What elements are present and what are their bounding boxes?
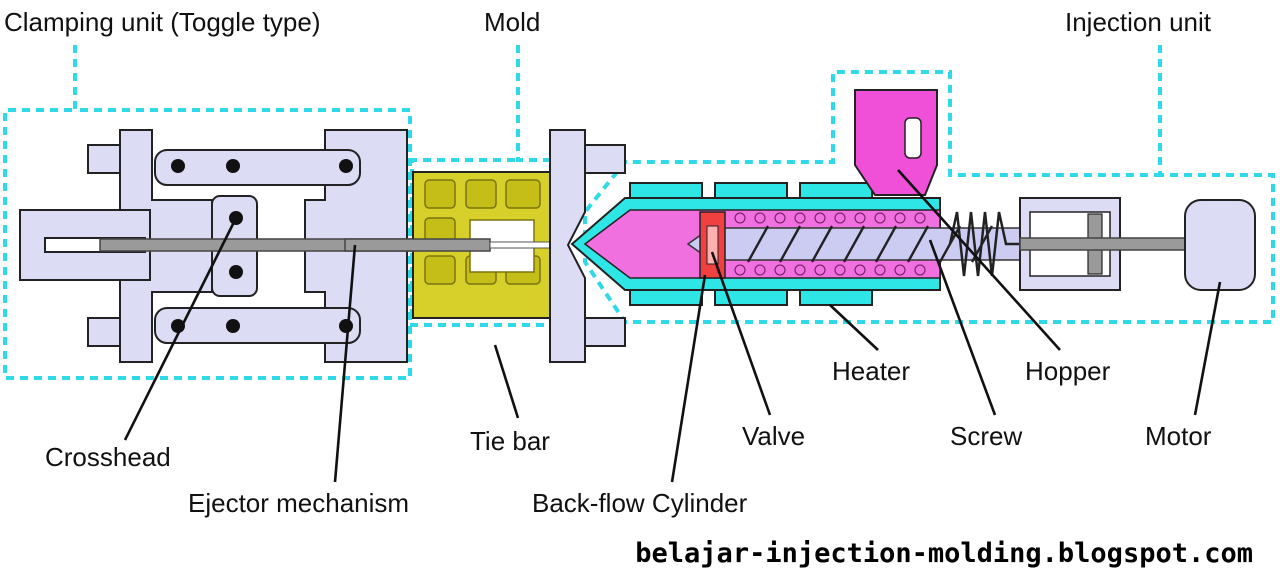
mold [344,171,561,319]
heater-band [799,289,873,306]
valve-leader [710,251,772,416]
labels: Clamping unit (Toggle type) Mold Injecti… [4,7,1212,518]
tie-bar-stub-top-left [87,144,121,174]
heater-band [629,182,703,199]
tie-bar-stub-bottom-right [584,317,626,347]
back-flow-cylinder-label: Back-flow Cylinder [532,488,748,518]
heater-label: Heater [832,356,910,386]
spring [948,211,1020,277]
crosshead-label: Crosshead [45,442,171,472]
screw-label: Screw [950,421,1022,451]
motor-label: Motor [1145,421,1212,451]
pin [339,319,353,333]
screw-flights [746,225,994,263]
ejector-rod [344,238,491,252]
watermark: belajar-injection-molding.blogspot.com [635,538,1253,569]
pin [226,159,240,173]
ejector-mechanism-label: Ejector mechanism [188,488,409,518]
melt-pellets [734,212,926,276]
mold-label: Mold [484,7,540,37]
back-flow-cylinder-leader [670,274,707,483]
drive-shaft [1019,237,1196,251]
motor-leader [1193,281,1222,416]
pin [226,319,240,333]
injection-unit-outline [583,45,1275,324]
hopper-leader [897,169,1061,351]
mold-block [424,179,456,209]
back-flow-valve-slot [706,225,719,265]
crosshead-leader [123,217,238,441]
hopper-label: Hopper [1025,356,1111,386]
hopper-window [904,117,922,159]
motor [1184,199,1256,291]
pin [339,159,353,173]
screw-leader [928,239,997,416]
ejector-leader [333,244,357,483]
injection-unit [570,89,1256,306]
valve-label: Valve [742,421,805,451]
mold-block [505,179,541,209]
heater-band [799,182,873,199]
tie-bar-leader [493,344,520,419]
toggle-link-bottom [154,307,361,344]
tie-bar-label: Tie bar [470,426,550,456]
clamping-unit-label: Clamping unit (Toggle type) [4,7,321,37]
tie-bar-stub-bottom-left [87,317,121,347]
tie-bar-stub-top-right [584,144,626,174]
pin [229,265,243,279]
pin [171,159,185,173]
mold-block [424,255,456,285]
stationary-platen [549,129,586,363]
heater-band [714,182,788,199]
mold-block [465,179,497,209]
leader-lines [123,169,1222,483]
injection-unit-label: Injection unit [1065,7,1212,37]
hopper [854,89,938,196]
heater-leader [829,304,879,351]
heater-band [629,289,703,306]
toggle-link-top [154,149,361,186]
